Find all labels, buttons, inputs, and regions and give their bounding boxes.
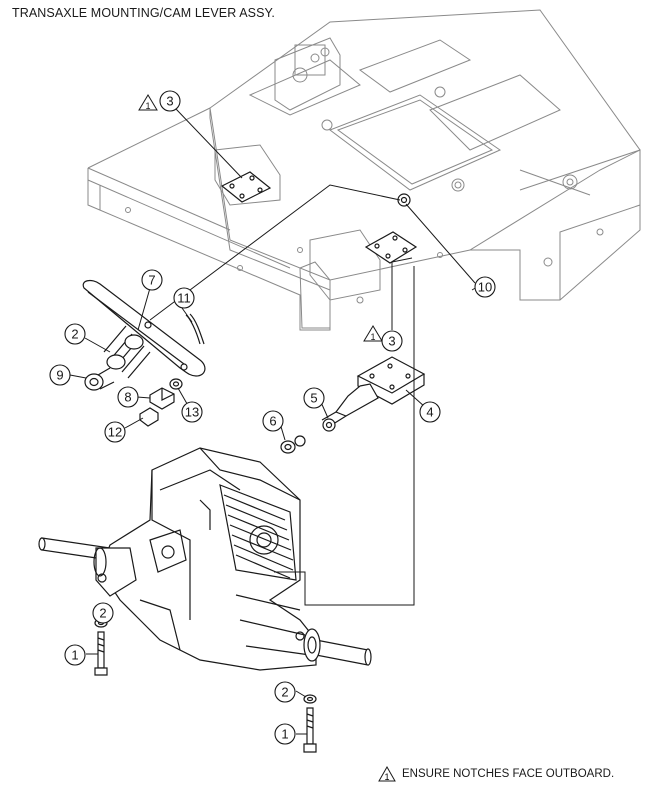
svg-text:6: 6: [269, 414, 276, 429]
callout-washer-13: 13: [181, 401, 203, 423]
svg-text:8: 8: [124, 390, 131, 405]
svg-text:9: 9: [56, 368, 63, 383]
svg-text:4: 4: [426, 405, 433, 420]
callout-frame-bracket-lower: 3: [381, 330, 403, 352]
svg-text:10: 10: [478, 280, 492, 295]
washer-13-part: [169, 378, 183, 390]
callout-bolt-8: 8: [117, 386, 139, 408]
svg-text:12: 12: [108, 425, 122, 440]
frame-bracket-lower: [364, 231, 418, 264]
callout-nut-12: 12: [104, 421, 126, 443]
callout-cotter-pin: 11: [173, 287, 195, 309]
svg-text:1: 1: [145, 101, 150, 111]
diagram-title: TRANSAXLE MOUNTING/CAM LEVER ASSY.: [12, 6, 275, 20]
nut-6-part: [280, 435, 306, 454]
spring-part: [103, 325, 151, 379]
callout-cam-bracket: 4: [419, 401, 441, 423]
callout-bushing-9: 9: [49, 364, 71, 386]
callout-spring-left: 2: [64, 323, 86, 345]
transaxle-part: [38, 447, 372, 671]
callout-bolt-right: 1: [274, 723, 296, 745]
frame-assembly: [87, 9, 641, 331]
nut-12-part: [139, 407, 159, 427]
cam-bracket-part: [321, 356, 426, 427]
nut-5-part: [322, 418, 336, 432]
callout-washer-left: 2: [92, 602, 114, 624]
svg-text:3: 3: [388, 334, 395, 349]
shifter-lever-part: [82, 279, 206, 377]
cotter-pin-part: [185, 313, 205, 345]
warning-symbol-upper: 1: [138, 94, 158, 111]
footnote: 1 ENSURE NOTCHES FACE OUTBOARD.: [378, 766, 614, 782]
svg-text:1: 1: [281, 727, 288, 742]
callout-bolt-left: 1: [64, 644, 86, 666]
bolt-8-part: [149, 387, 175, 410]
bolt-left-part: [94, 631, 108, 676]
svg-text:1: 1: [370, 332, 375, 342]
leader-lines: [69, 108, 483, 735]
svg-text:2: 2: [99, 606, 106, 621]
svg-text:2: 2: [281, 685, 288, 700]
callout-nut-10: 10: [474, 276, 496, 298]
frame-bracket-upper: [220, 171, 272, 203]
callout-washer-right: 2: [274, 681, 296, 703]
footnote-text: ENSURE NOTCHES FACE OUTBOARD.: [402, 768, 615, 780]
svg-text:1: 1: [71, 648, 78, 663]
warning-symbol-lower: 1: [363, 325, 383, 342]
callout-frame-bracket-upper: 3: [159, 90, 181, 112]
svg-text:7: 7: [148, 273, 155, 288]
svg-text:1: 1: [384, 772, 389, 782]
bolt-right-part: [303, 707, 317, 753]
callout-nut-5: 5: [303, 387, 325, 409]
callout-nut-6: 6: [262, 410, 284, 432]
warning-triangle-icon: 1: [378, 766, 396, 782]
bushing-9-part: [84, 367, 115, 391]
svg-text:2: 2: [71, 327, 78, 342]
svg-text:5: 5: [310, 391, 317, 406]
svg-text:13: 13: [185, 405, 199, 420]
svg-text:3: 3: [166, 94, 173, 109]
washer-right-part: [303, 694, 317, 704]
svg-text:11: 11: [177, 291, 191, 306]
callout-shifter-lever: 7: [141, 269, 163, 291]
